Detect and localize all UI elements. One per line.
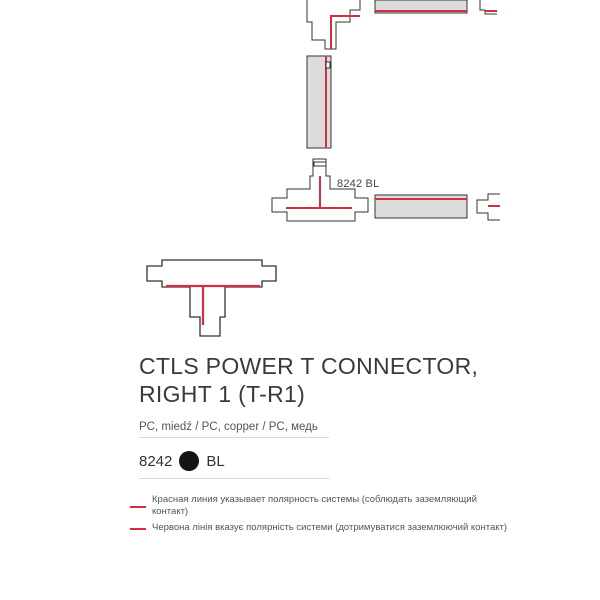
product-title-line1: CTLS POWER T CONNECTOR,: [139, 353, 479, 379]
polarity-line-t-icon: [166, 284, 260, 325]
product-title-line2: RIGHT 1 (T-R1): [139, 381, 306, 407]
divider: [139, 437, 329, 438]
t-connector-icon: [146, 259, 277, 337]
product-title: CTLS POWER T CONNECTOR, RIGHT 1 (T-R1): [139, 352, 478, 408]
rail-vertical: [306, 55, 332, 149]
rail-right: [374, 194, 468, 219]
legend-note-ru-line1: Красная линия указывает полярность систе…: [152, 494, 477, 505]
callout-label: 8242 BL: [337, 178, 380, 190]
polarity-line-t-track: [286, 176, 352, 209]
divider: [139, 478, 329, 479]
corner-connector-top: [306, 0, 361, 50]
legend-note-uk: Червона лінія вказує полярність системи …: [152, 522, 508, 533]
polarity-legend-line: [130, 506, 146, 508]
legend-note-ru-line2: контакт): [152, 506, 189, 517]
rail-top: [374, 0, 468, 14]
color-swatch-black: [179, 451, 200, 471]
polarity-legend-line: [130, 528, 146, 530]
variant-code: 8242: [139, 452, 173, 470]
variant-color-code: BL: [206, 452, 225, 470]
legend-note-ru: Красная линия указывает полярность систе…: [152, 494, 477, 518]
polarity-line-corner: [330, 15, 360, 49]
material-text: PC, miedź / PC, copper / PC, медь: [139, 421, 318, 433]
variant-row: 8242 BL: [139, 450, 225, 472]
